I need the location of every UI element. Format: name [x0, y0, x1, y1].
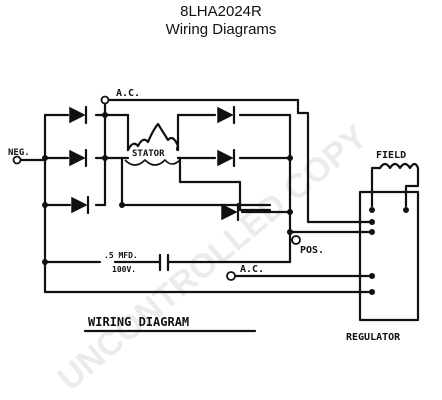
rectifier-diodes: [69, 105, 240, 222]
circuit-wires: [17, 98, 372, 294]
field-coil: FIELD: [370, 150, 420, 208]
neg-label: NEG.: [8, 148, 30, 158]
regulator: REGULATOR: [346, 190, 420, 343]
regulator-label: REGULATOR: [346, 332, 401, 343]
capacitor-value-label: .5 MFD.: [104, 251, 138, 260]
watermark-text: UNCONTROLLED COPY: [51, 117, 375, 398]
diode-6: [221, 202, 240, 222]
pos-terminal: [291, 235, 301, 245]
pos-label: POS.: [300, 245, 324, 256]
diode-1: [69, 105, 88, 125]
stator-label: STATOR: [132, 149, 165, 159]
ac-bottom-terminal: [226, 271, 236, 281]
wiring-diagram-caption: WIRING DIAGRAM: [88, 315, 189, 329]
page-title: 8LHA2024R: [180, 3, 262, 20]
capacitor-voltage-label: 100V.: [112, 265, 136, 274]
terminals: [12, 95, 301, 281]
ac-bottom-label: A.C.: [240, 264, 264, 275]
ac-top-label: A.C.: [116, 88, 140, 99]
diode-2: [69, 148, 88, 168]
ac-top-terminal: [100, 95, 110, 105]
field-label: FIELD: [376, 150, 406, 161]
diode-3: [71, 195, 90, 215]
stator-winding: STATOR: [120, 113, 182, 166]
diode-5: [217, 148, 236, 168]
diode-4: [217, 105, 236, 125]
neg-terminal: [12, 155, 22, 165]
junction-dots: [42, 112, 293, 265]
page-subtitle: Wiring Diagrams: [165, 21, 277, 38]
